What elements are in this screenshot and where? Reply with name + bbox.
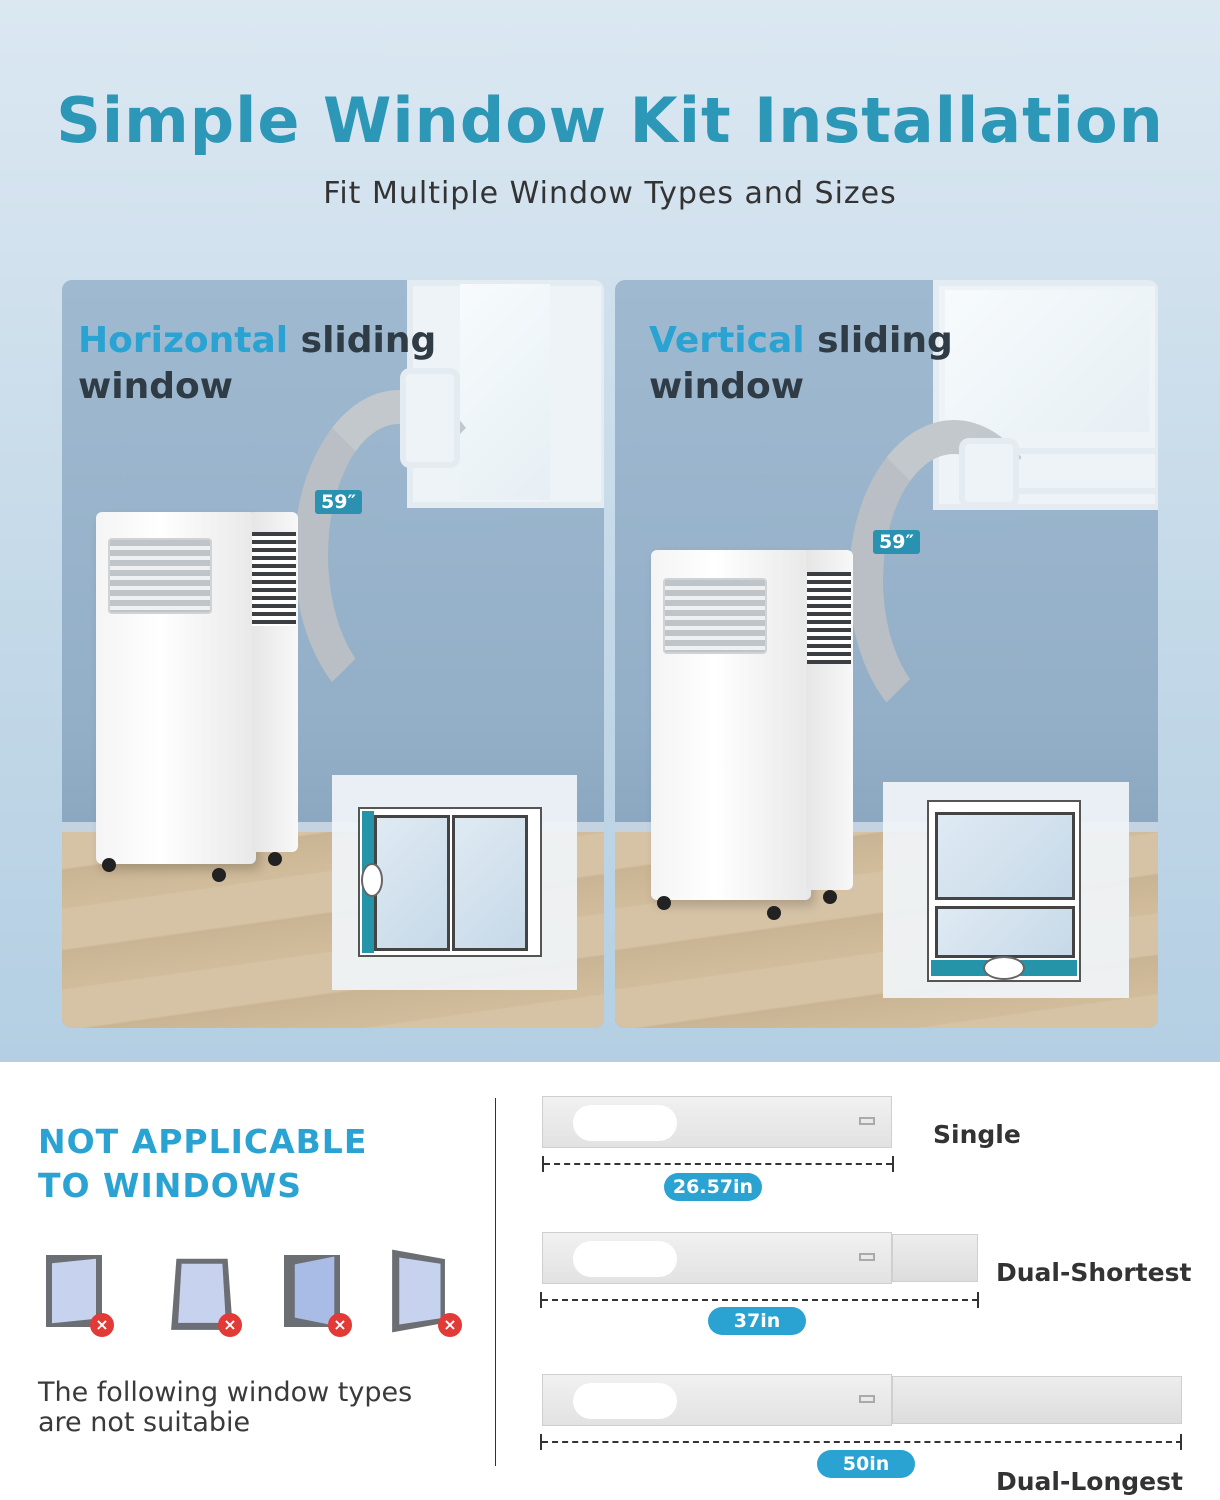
heading-accent: Horizontal <box>78 320 289 361</box>
not-applicable-description: The following window types are not suita… <box>38 1378 412 1438</box>
ac-side-grill <box>807 572 851 664</box>
diagram-pane <box>452 815 528 951</box>
wheel <box>102 858 116 872</box>
plate-latch <box>859 1117 875 1125</box>
diagram-kit-hole <box>983 956 1025 980</box>
diagram-kit-hole <box>361 863 383 897</box>
ac-front-vent <box>108 538 212 614</box>
dim-tick <box>542 1156 544 1172</box>
hinged-window-icon: × <box>278 1245 352 1337</box>
plate-slot <box>573 1383 677 1419</box>
wheel <box>212 868 226 882</box>
wheel <box>823 890 837 904</box>
unsuitable-window-icons: × × × × <box>40 1245 470 1345</box>
hose-adapter <box>400 368 460 468</box>
plate-latch <box>859 1395 875 1403</box>
diagram-pane <box>374 815 450 951</box>
dual-shortest-plate-name: Dual-Shortest <box>996 1258 1192 1287</box>
dual-longest-plate-name: Dual-Longest <box>996 1467 1183 1496</box>
wheel <box>767 906 781 920</box>
hose-length-label: 59″ <box>315 490 362 514</box>
description-line2: are not suitabie <box>38 1407 251 1438</box>
exhaust-hose <box>849 420 1059 740</box>
ac-front-vent <box>663 578 767 654</box>
wheel <box>268 852 282 866</box>
plate-extension <box>892 1376 1182 1424</box>
hose-adapter <box>959 438 1019 508</box>
dual-shortest-dimension-line <box>542 1299 978 1301</box>
plate-slot <box>573 1105 677 1141</box>
casement-window-icon: × <box>40 1245 114 1337</box>
dim-tick <box>977 1292 979 1308</box>
dim-tick <box>540 1434 542 1450</box>
heading-rest: sliding <box>288 320 437 361</box>
heading-accent: Vertical <box>649 320 805 361</box>
plate-latch <box>859 1253 875 1261</box>
exhaust-hose <box>294 390 504 720</box>
plate-slot <box>573 1241 677 1277</box>
diagram-pane <box>935 812 1075 900</box>
not-applicable-title: NOT APPLICABLE TO WINDOWS <box>38 1120 367 1208</box>
diagram-window <box>927 800 1081 982</box>
dim-tick <box>540 1292 542 1308</box>
window-glass <box>945 290 1149 432</box>
dual-shortest-plate <box>542 1232 892 1284</box>
not-applicable-line1: NOT APPLICABLE <box>38 1122 368 1161</box>
diagram-window <box>358 807 542 957</box>
dual-longest-dimension-line <box>542 1441 1182 1443</box>
dual-shortest-length-badge: 37in <box>708 1307 806 1335</box>
description-line1: The following window types <box>38 1377 413 1408</box>
heading-rest: sliding <box>804 320 953 361</box>
window-kit-diagram <box>332 775 577 990</box>
single-length-badge: 26.57in <box>664 1173 762 1201</box>
page-title: Simple Window Kit Installation <box>56 84 1164 157</box>
diagram-pane <box>935 906 1075 958</box>
not-applicable-line2: TO WINDOWS <box>38 1166 302 1205</box>
dual-longest-length-badge: 50in <box>817 1450 915 1478</box>
single-plate <box>542 1096 892 1148</box>
heading-line2: window <box>649 366 804 407</box>
dual-longest-plate <box>542 1374 892 1426</box>
hero-banner: Simple Window Kit Installation Fit Multi… <box>0 0 1220 1062</box>
panel-heading: Horizontal sliding window <box>78 318 436 410</box>
single-dimension-line <box>544 1163 892 1165</box>
ac-side-grill <box>252 532 296 626</box>
single-plate-name: Single <box>933 1120 1021 1149</box>
panel-heading: Vertical sliding window <box>649 318 953 410</box>
horizontal-window-panel: Horizontal sliding window 59″ <box>62 280 604 1028</box>
plate-extension <box>892 1234 978 1282</box>
window-kit-diagram <box>883 782 1129 998</box>
page-subtitle: Fit Multiple Window Types and Sizes <box>323 176 897 211</box>
dim-tick <box>1180 1434 1182 1450</box>
wheel <box>657 896 671 910</box>
tilt-window-icon: × <box>388 1245 462 1337</box>
hose-length-label: 59″ <box>873 530 920 554</box>
dim-tick <box>892 1156 894 1172</box>
heading-line2: window <box>78 366 233 407</box>
awning-window-icon: × <box>168 1245 242 1337</box>
vertical-window-panel: Vertical sliding window 59″ <box>615 280 1158 1028</box>
section-divider <box>495 1098 496 1466</box>
